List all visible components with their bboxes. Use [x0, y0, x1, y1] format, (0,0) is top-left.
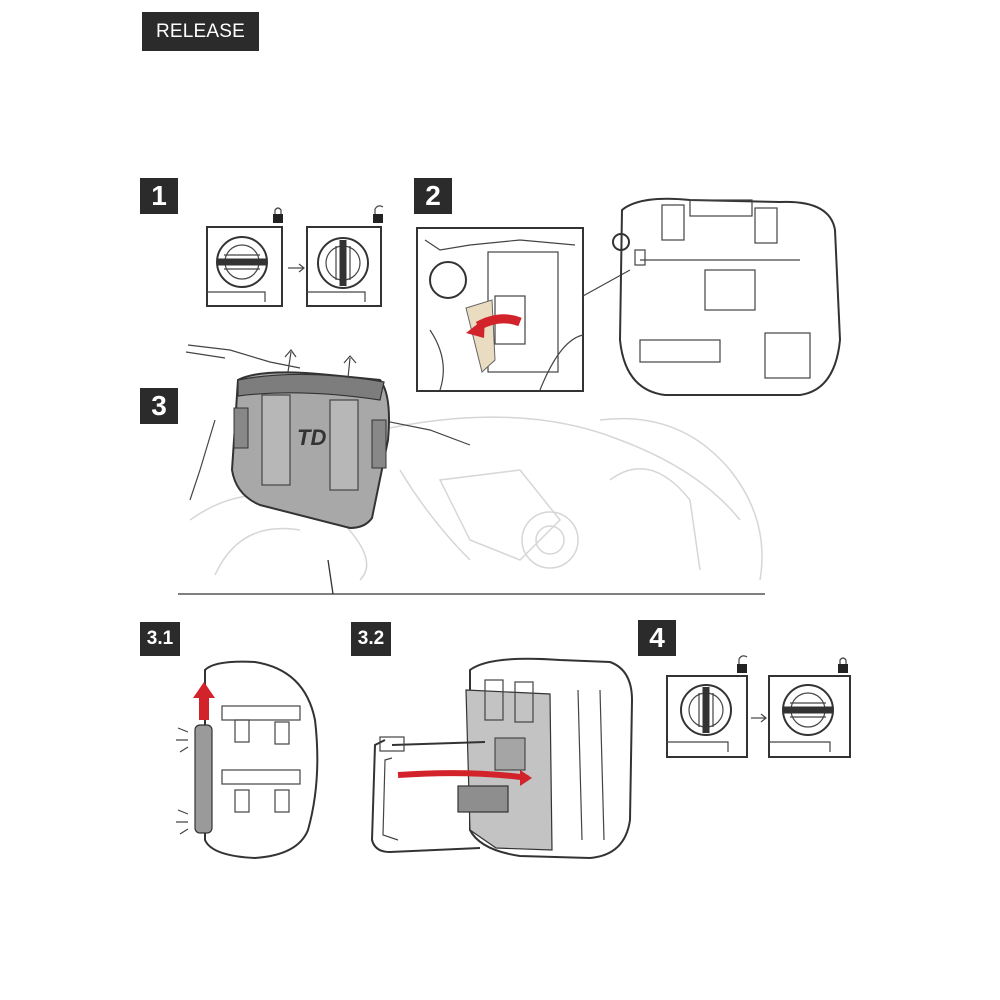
lock-closed-icon [273, 207, 283, 223]
bag-rear-view [612, 197, 842, 396]
step-1-lock-open-panel [306, 226, 382, 307]
step-1-badge: 1 [140, 178, 178, 214]
arrow-right-icon [751, 713, 767, 723]
step-4-badge: 4 [638, 620, 676, 656]
arrow-right-icon [288, 263, 305, 273]
release-heading: RELEASE [142, 12, 259, 51]
bag-on-bike: TD [185, 344, 471, 530]
step-4-lock-closed-panel [768, 657, 851, 758]
motorcycle-outline [189, 416, 763, 581]
curved-arrow-icon [466, 314, 522, 338]
bag-side-view [176, 660, 319, 860]
bag-logo: TD [297, 425, 326, 450]
lock-open-icon [373, 205, 384, 223]
step-2-detail-panel [416, 227, 584, 392]
step-1-lock-closed-panel [206, 226, 283, 307]
step-3-badge: 3 [140, 388, 178, 424]
step-2-badge: 2 [414, 178, 452, 214]
red-up-arrow-icon [193, 682, 215, 720]
bag-frame-detach [370, 657, 634, 860]
step-3-2-badge: 3.2 [351, 622, 391, 656]
up-arrow-icon [284, 349, 357, 379]
red-swipe-arrow-icon [397, 770, 532, 786]
step-4-lock-open-panel [666, 655, 748, 758]
step-3-1-badge: 3.1 [140, 622, 180, 656]
